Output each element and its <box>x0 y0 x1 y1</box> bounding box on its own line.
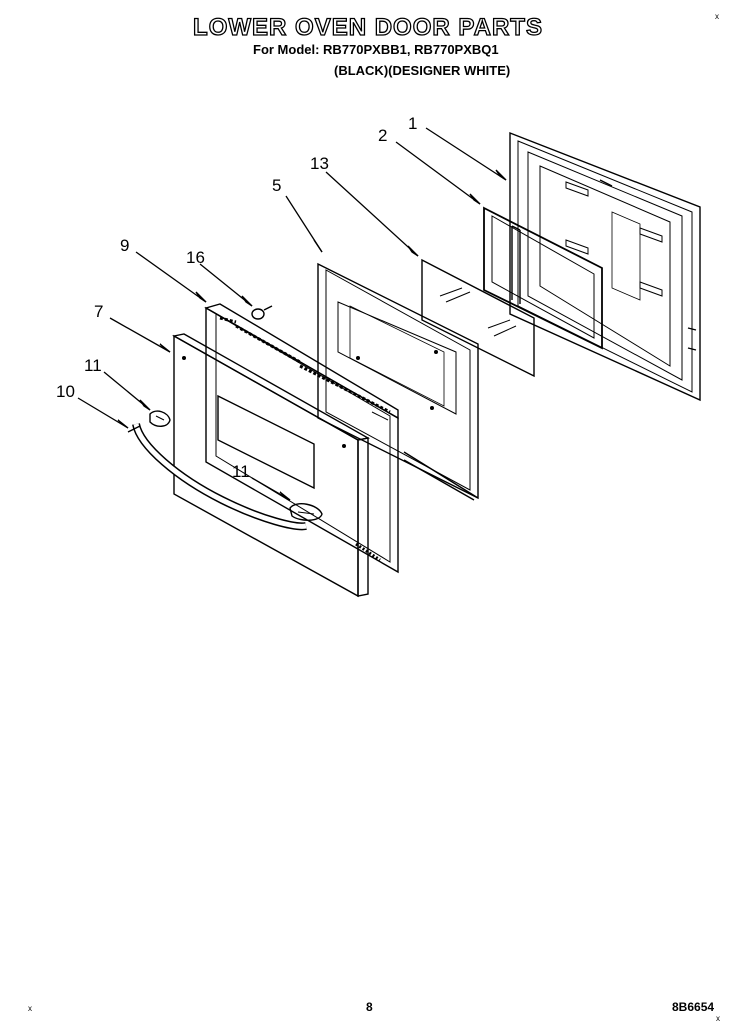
part-inner-door-panel <box>509 131 701 402</box>
callout-2: 2 <box>378 126 388 145</box>
model-numbers: For Model: RB770PXBB1, RB770PXBQ1 <box>253 42 499 57</box>
part-handle <box>127 422 307 531</box>
callout-9: 9 <box>120 236 130 255</box>
part-glass <box>421 258 535 378</box>
corner-mark-bottom-left: x <box>28 1004 32 1013</box>
page-title: LOWER OVEN DOOR PARTS <box>192 13 543 41</box>
callout-13: 13 <box>310 154 329 173</box>
page-number: 8 <box>366 1000 373 1014</box>
color-finish: (BLACK)(DESIGNER WHITE) <box>334 63 511 78</box>
callout-7: 7 <box>94 302 104 321</box>
callout-10: 10 <box>56 382 75 401</box>
corner-mark-top-right: x <box>715 12 719 21</box>
leader-lines <box>77 127 507 501</box>
callout-16: 16 <box>186 248 205 267</box>
part-screw <box>251 305 273 320</box>
part-end-cap-right <box>289 503 323 521</box>
callout-1: 1 <box>408 114 418 133</box>
callout-11-right: 11 <box>232 462 250 481</box>
callout-11-left: 11 <box>84 356 102 375</box>
part-support-frame <box>483 206 603 350</box>
part-door-frame <box>204 303 399 574</box>
part-outer-door-panel <box>172 333 370 598</box>
document-number: 8B6654 <box>672 1000 715 1014</box>
part-end-cap-left <box>149 410 171 427</box>
part-door-liner <box>317 262 479 501</box>
callout-5: 5 <box>272 176 282 195</box>
corner-mark-bottom-right: x <box>716 1014 720 1023</box>
